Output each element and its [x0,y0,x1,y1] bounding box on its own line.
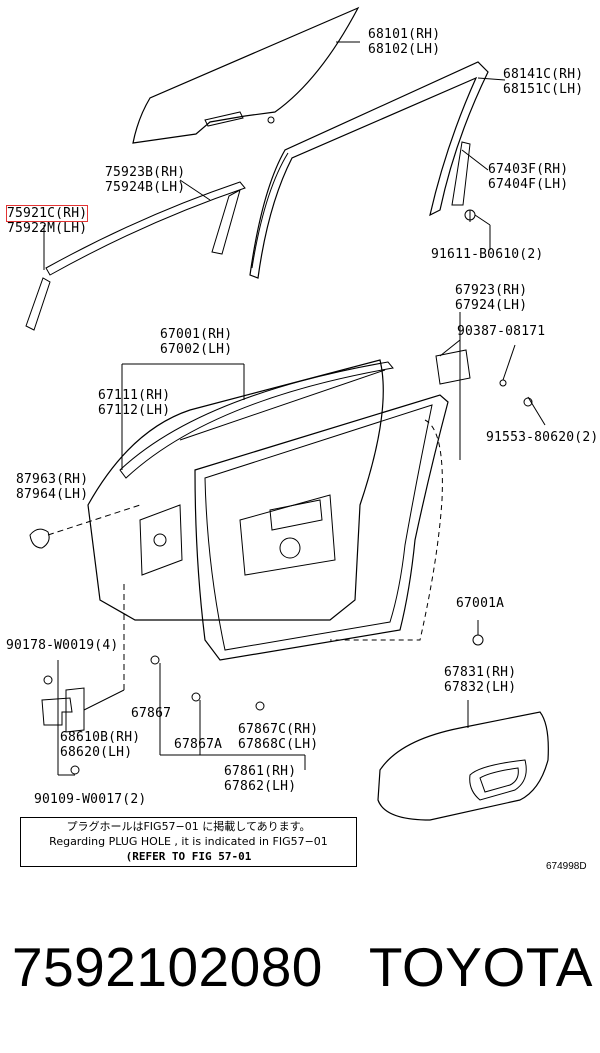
belt-molding [45,181,246,276]
label-68610-lh: 68620(LH) [60,745,133,760]
label-67111-lh: 67112(LH) [98,403,171,418]
label-68101-rh: 68101(RH) [368,27,441,42]
glass-run-channel [249,61,489,279]
label-67861: 67861(RH) 67862(LH) [224,764,296,794]
label-67867c-lh: 67868C(LH) [238,737,319,752]
label-68141-lh: 68151C(LH) [503,82,584,97]
door-trim-panel [377,711,549,821]
label-67001-lh: 67002(LH) [160,342,233,357]
label-67403-lh: 67404F(LH) [488,177,569,192]
label-87963: 87963(RH) 87964(LH) [16,472,88,502]
label-67861-lh: 67862(LH) [224,779,297,794]
footer: 7592102080 TOYOTA [12,935,593,999]
label-68610: 68610B(RH) 68620(LH) [60,730,140,760]
label-67867c: 67867C(RH) 67868C(LH) [238,722,318,752]
label-67111: 67111(RH) 67112(LH) [98,388,170,418]
label-68610-rh: 68610B(RH) [60,730,141,745]
rear-channel [451,141,471,206]
label-91553: 91553-80620(2) [486,430,599,445]
label-87963-lh: 87964(LH) [16,487,89,502]
plug-hole-note: プラグホールはFIG57−01 に掲載してあります。 Regarding PLU… [20,817,357,867]
label-67001: 67001(RH) 67002(LH) [160,327,232,357]
note-japanese: プラグホールはFIG57−01 に掲載してあります。 [66,820,311,833]
label-67831-rh: 67831(RH) [444,665,517,680]
label-67831: 67831(RH) 67832(LH) [444,665,516,695]
label-67867: 67867 [131,706,172,721]
label-67403-rh: 67403F(RH) [488,162,569,177]
label-68141-rh: 68141C(RH) [503,67,584,82]
label-67923-rh: 67923(RH) [455,283,528,298]
label-67001-rh: 67001(RH) [160,327,233,342]
label-75923-rh: 75923B(RH) [105,165,186,180]
note-english: Regarding PLUG HOLE , it is indicated in… [49,835,328,848]
label-68101-lh: 68102(LH) [368,42,441,57]
door-hinge [41,697,73,726]
label-68101: 68101(RH) 68102(LH) [368,27,440,57]
label-91611: 91611-B0610(2) [431,247,544,262]
brand-name: TOYOTA [368,936,593,998]
note-reference: (REFER TO FIG 57-01 [125,850,252,863]
label-90178: 90178-W0019(4) [6,638,119,653]
label-75921-rh-highlighted: 75921C(RH) [5,205,89,222]
label-68141: 68141C(RH) 68151C(LH) [503,67,583,97]
label-67923: 67923(RH) 67924(LH) [455,283,527,313]
label-67867c-rh: 67867C(RH) [238,722,319,737]
label-67923-lh: 67924(LH) [455,298,528,313]
door-glass [132,6,360,144]
label-67403: 67403F(RH) 67404F(LH) [488,162,568,192]
figure-code: 674998D [546,861,587,872]
part-number: 7592102080 [12,936,323,998]
label-75923-lh: 75924B(LH) [105,180,186,195]
label-67831-lh: 67832(LH) [444,680,517,695]
door-shell [87,359,384,621]
label-67861-rh: 67861(RH) [224,764,297,779]
inner-panel-cover [435,349,471,385]
pillar-garnish [25,277,51,331]
label-75921-lh: 75922M(LH) [7,221,88,236]
label-90387: 90387-08171 [457,324,546,339]
label-87963-rh: 87963(RH) [16,472,89,487]
label-67111-rh: 67111(RH) [98,388,171,403]
label-67001a: 67001A [456,596,505,611]
door-parts-diagram [25,6,549,821]
label-75923: 75923B(RH) 75924B(LH) [105,165,185,195]
label-67867a: 67867A [174,737,223,752]
label-90109: 90109-W0017(2) [34,792,147,807]
label-75921: 75921C(RH) 75922M(LH) [5,205,89,236]
